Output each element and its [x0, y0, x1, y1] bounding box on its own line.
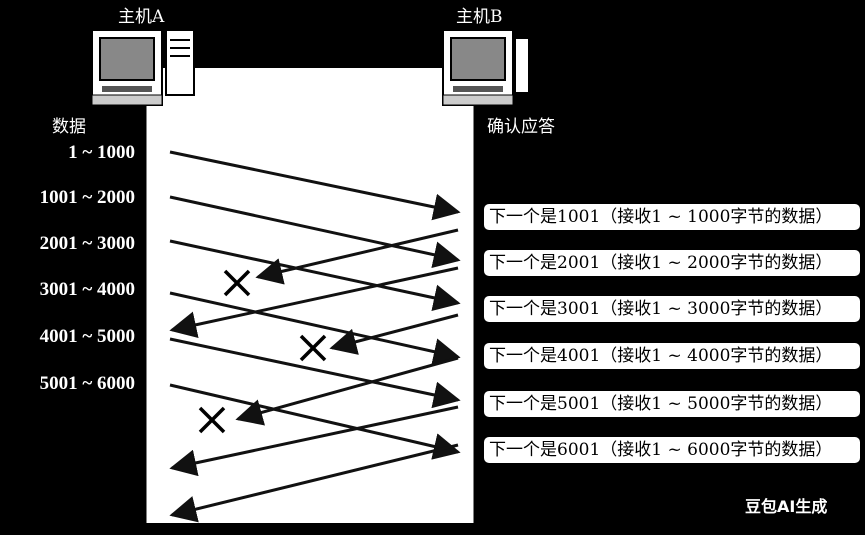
- data-heading: 数据: [52, 117, 86, 137]
- host-b-computer-icon: [443, 30, 529, 105]
- host-a-label: 主机A: [118, 7, 165, 27]
- ack-label: 下一个是6001（接收1 ~ 6000字节的数据）: [489, 440, 832, 460]
- watermark-text: 豆包AI生成: [745, 497, 827, 516]
- host-a-computer-icon: [92, 30, 194, 105]
- ack-label-group: 下一个是6001（接收1 ~ 6000字节的数据）: [484, 437, 860, 463]
- ack-label-group: 下一个是2001（接收1 ~ 2000字节的数据）: [484, 250, 860, 276]
- ack-label-group: 下一个是3001（接收1 ~ 3000字节的数据）: [484, 296, 860, 322]
- segment-label: 4001 ~ 5000: [40, 326, 135, 347]
- ack-label: 下一个是1001（接收1 ~ 1000字节的数据）: [489, 207, 832, 227]
- ack-label-group: 下一个是5001（接收1 ~ 5000字节的数据）: [484, 391, 860, 417]
- host-b-label: 主机B: [456, 7, 503, 27]
- segment-label: 1 ~ 1000: [68, 142, 135, 163]
- ack-label: 下一个是2001（接收1 ~ 2000字节的数据）: [489, 253, 832, 273]
- ack-label: 下一个是5001（接收1 ~ 5000字节的数据）: [489, 394, 832, 414]
- ack-labels: 下一个是1001（接收1 ~ 1000字节的数据） 下一个是2001（接收1 ~ …: [484, 204, 860, 463]
- segment-label: 2001 ~ 3000: [40, 233, 135, 254]
- segment-label: 3001 ~ 4000: [40, 279, 135, 300]
- ack-label-group: 下一个是4001（接收1 ~ 4000字节的数据）: [484, 343, 860, 369]
- ack-label: 下一个是3001（接收1 ~ 3000字节的数据）: [489, 299, 832, 319]
- ack-heading: 确认应答: [487, 117, 555, 137]
- segment-label: 5001 ~ 6000: [40, 373, 135, 394]
- ack-label: 下一个是4001（接收1 ~ 4000字节的数据）: [489, 346, 832, 366]
- segment-label: 1001 ~ 2000: [40, 187, 135, 208]
- ack-label-group: 下一个是1001（接收1 ~ 1000字节的数据）: [484, 204, 860, 230]
- segment-labels: 1 ~ 1000 1001 ~ 2000 2001 ~ 3000 3001 ~ 400…: [40, 142, 135, 394]
